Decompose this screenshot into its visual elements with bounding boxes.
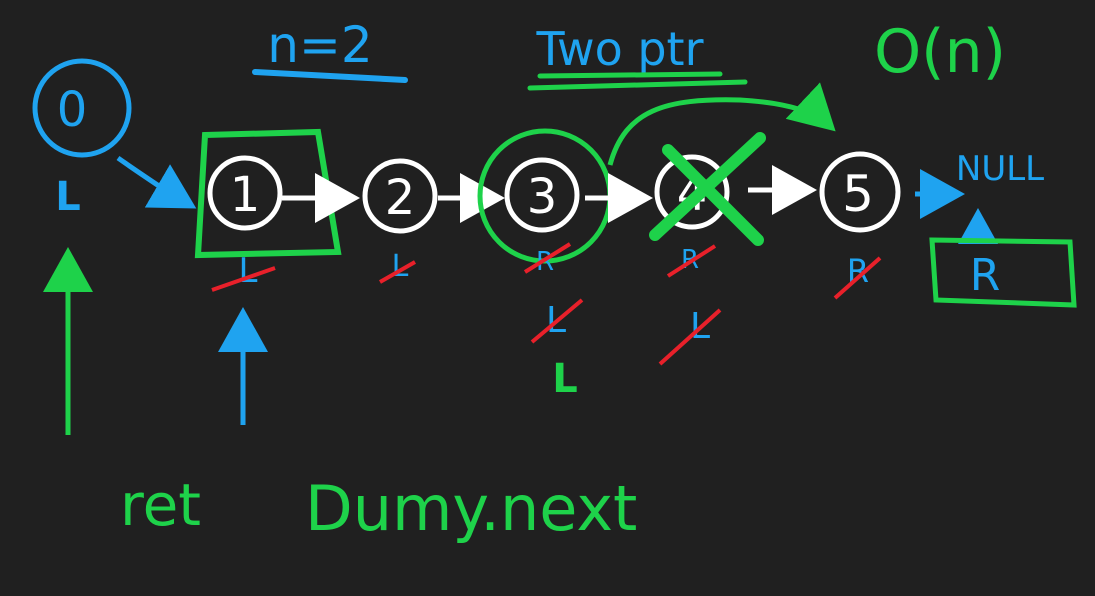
list-node-3: 3 R L L [477,128,613,402]
bypass-arrow-3-to-5 [607,82,836,166]
list-node-5: 5 R [819,151,901,300]
node-3-circle [504,157,580,233]
null-label: NULL [956,149,1044,189]
node-2-label: L [392,249,409,284]
return-statement: ret Dumy.next [120,471,637,545]
node-5-value: 5 [842,165,874,223]
node-3-l-strike [530,298,584,344]
right-pointer-box [929,237,1077,308]
right-pointer-label: R [970,250,1001,301]
node-4-circle [654,154,730,230]
heading-technique: Two ptr [527,22,748,91]
dummy-next-arrow [116,155,197,209]
technique-text: Two ptr [535,22,703,76]
list-node-4: 4 R L [649,132,766,366]
n-value-text: n=2 [267,16,372,74]
node-2-circle [362,158,438,234]
heading-n-value: n=2 [252,16,408,83]
complexity-text: O(n) [874,17,1006,87]
dummy-node: 0 L [32,58,132,220]
node-3-label-l-final: L [552,356,578,402]
list-node-1: 1 L [194,128,342,292]
list-node-2: 2 L [362,158,438,284]
node-4-removed-cross [649,132,766,246]
return-expression: Dumy.next [305,472,637,545]
dummy-node-value: 0 [57,82,88,138]
node-2-value: 2 [385,170,416,226]
node-1-circle [207,155,283,231]
technique-underline-1 [537,71,723,79]
node-4-l-strike [658,308,722,366]
node-5-circle [819,151,901,233]
node-3-r-strike [523,242,572,274]
node-2-label-strike [379,260,416,284]
node-4-r-strike [666,244,717,278]
dummy-pointer-label: L [55,174,81,220]
node-5-label-strike [833,256,882,300]
right-pointer: R [929,237,1077,308]
node-1-highlight-box [194,128,342,259]
node-1-label: L [239,251,258,291]
node-1-label-strike [211,266,276,292]
n-value-underline [252,69,408,83]
return-prefix: ret [120,471,201,539]
technique-underline-2 [527,79,748,91]
node-1-value: 1 [230,167,261,223]
dummy-node-circle [32,58,132,158]
node-3-value: 3 [527,169,558,225]
